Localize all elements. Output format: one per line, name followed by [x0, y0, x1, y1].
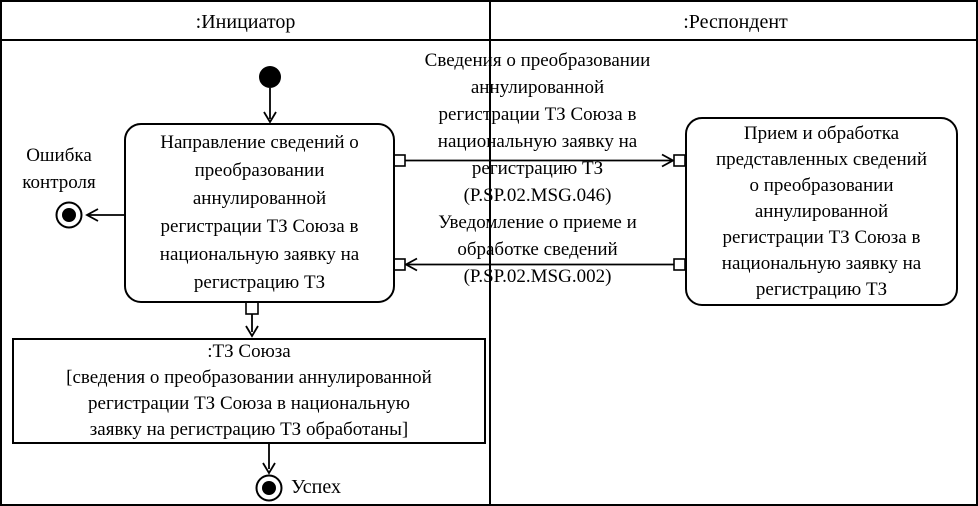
lane-divider	[489, 2, 491, 504]
flow-initial-to-activity	[263, 88, 277, 124]
flow-object-to-success	[262, 444, 276, 475]
flow-activity-to-object	[245, 301, 259, 338]
activity-receive-process-info: Прием и обработка представленных сведени…	[685, 117, 958, 306]
pin-bottom-icon	[245, 301, 259, 315]
success-final-node-icon	[255, 474, 283, 502]
flow-activity-to-error	[85, 208, 124, 222]
error-final-node-icon	[55, 201, 83, 229]
object-node-tz-union: :ТЗ Союза [сведения о преобразовании анн…	[12, 338, 486, 444]
activity-send-conversion-info: Направление сведений о преобразовании ан…	[124, 123, 395, 303]
initial-node-icon	[259, 66, 281, 88]
header-separator	[2, 39, 976, 41]
message-ack-label: Уведомление о приеме и обработке сведени…	[438, 212, 637, 287]
message-request-label: Сведения о преобразовании аннулированной…	[424, 50, 651, 206]
success-final-label: Успех	[291, 476, 341, 498]
lane-header-initiator: :Инициатор	[195, 11, 296, 33]
error-final-label: Ошибка контроля	[22, 145, 96, 193]
lane-header-respondent: :Респондент	[683, 11, 788, 33]
